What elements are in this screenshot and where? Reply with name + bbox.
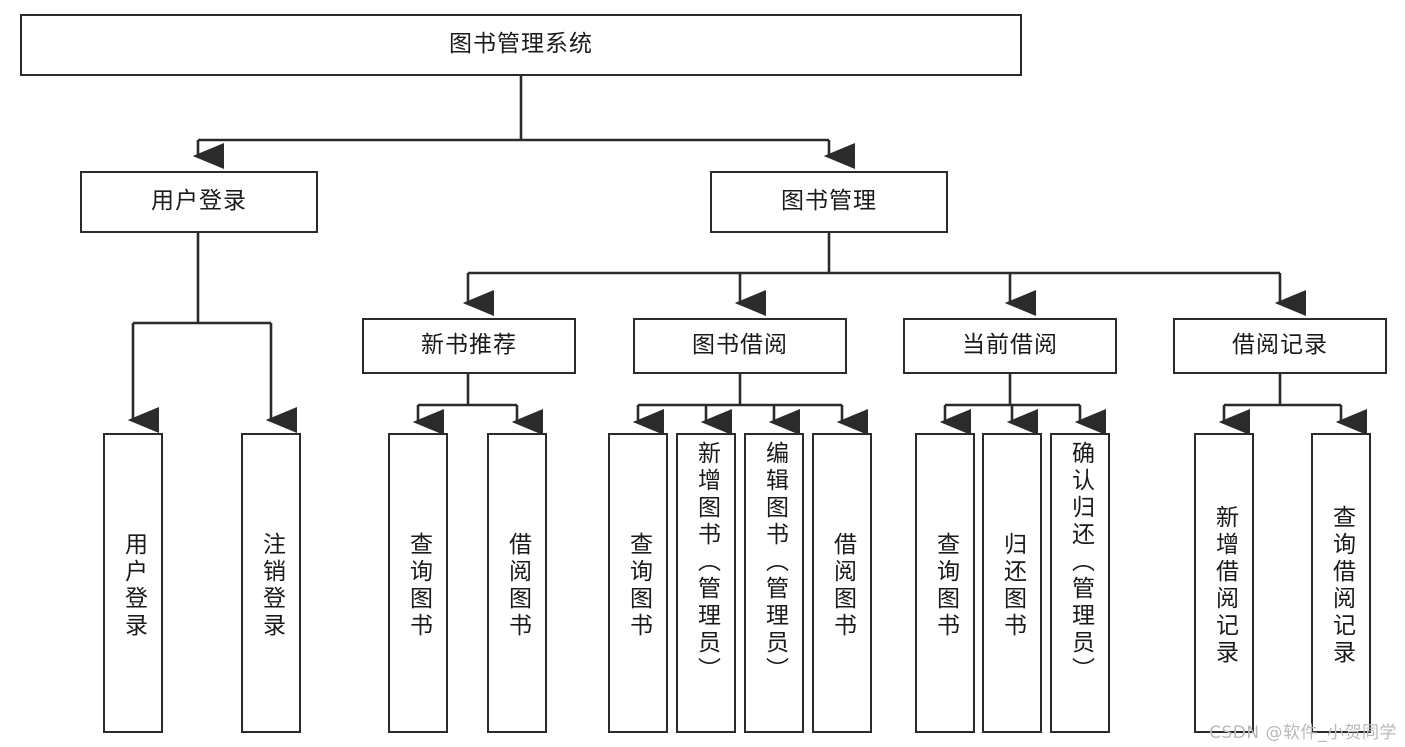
node-label: 新书推荐 (421, 332, 517, 359)
leaf-query-book-3[interactable]: 查询图书 (915, 433, 975, 733)
leaf-label: 注销登录 (258, 532, 285, 640)
leaf-label: 查询图书 (932, 532, 959, 640)
leaf-label: 查询图书 (405, 532, 432, 640)
node-label: 借阅记录 (1232, 332, 1328, 359)
csdn-watermark: CSDN @软件_小贺同学 (1209, 723, 1397, 743)
leaf-add-book[interactable]: 新增图书（管理员） (676, 433, 736, 733)
leaf-user-login[interactable]: 用户登录 (103, 433, 163, 733)
leaf-label: 借阅图书 (829, 532, 856, 640)
node-user-login[interactable]: 用户登录 (80, 171, 318, 233)
node-new-book-recommend[interactable]: 新书推荐 (362, 318, 576, 374)
node-book-borrow[interactable]: 图书借阅 (633, 318, 847, 374)
leaf-borrow-book-1[interactable]: 借阅图书 (487, 433, 547, 733)
leaf-borrow-book-2[interactable]: 借阅图书 (812, 433, 872, 733)
node-label: 图书管理 (781, 188, 877, 215)
node-book-management[interactable]: 图书管理 (710, 171, 948, 233)
leaf-confirm-return[interactable]: 确认归还（管理员） (1050, 433, 1110, 733)
leaf-label: 归还图书 (999, 532, 1026, 640)
leaf-label: 确认归还（管理员） (1067, 441, 1094, 684)
leaf-label: 编辑图书（管理员） (761, 441, 788, 684)
node-borrow-record[interactable]: 借阅记录 (1173, 318, 1387, 374)
node-label: 用户登录 (151, 188, 247, 215)
leaf-query-book-2[interactable]: 查询图书 (608, 433, 668, 733)
node-label: 当前借阅 (962, 332, 1058, 359)
leaf-label: 查询借阅记录 (1328, 505, 1355, 667)
leaf-return-book[interactable]: 归还图书 (982, 433, 1042, 733)
leaf-edit-book[interactable]: 编辑图书（管理员） (744, 433, 804, 733)
leaf-query-record[interactable]: 查询借阅记录 (1311, 433, 1371, 733)
leaf-logout[interactable]: 注销登录 (241, 433, 301, 733)
leaf-label: 用户登录 (120, 532, 147, 640)
leaf-label: 查询图书 (625, 532, 652, 640)
leaf-label: 借阅图书 (504, 532, 531, 640)
node-current-borrow[interactable]: 当前借阅 (903, 318, 1117, 374)
leaf-add-record[interactable]: 新增借阅记录 (1194, 433, 1254, 733)
node-book-management-system[interactable]: 图书管理系统 (20, 14, 1022, 76)
leaf-label: 新增借阅记录 (1211, 505, 1238, 667)
node-label: 图书管理系统 (449, 31, 593, 58)
node-label: 图书借阅 (692, 332, 788, 359)
leaf-query-book-1[interactable]: 查询图书 (388, 433, 448, 733)
leaf-label: 新增图书（管理员） (693, 441, 720, 684)
